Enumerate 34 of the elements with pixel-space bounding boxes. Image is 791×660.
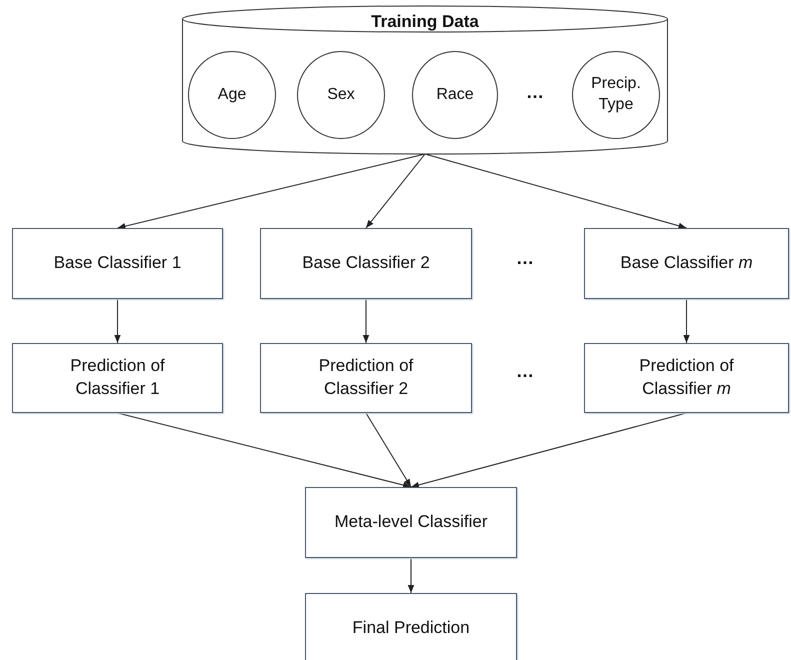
node-text: Prediction of Classifier m	[639, 356, 734, 398]
process-box	[260, 343, 472, 413]
arrow	[117, 412, 412, 488]
arrow	[117, 154, 426, 230]
node-text: Training Data	[371, 12, 479, 31]
process-box	[260, 228, 472, 299]
node-text: Meta-level Classifier	[334, 512, 488, 532]
process-box	[305, 487, 517, 558]
process-box	[305, 593, 517, 660]
node-text: Age	[218, 86, 246, 103]
arrow	[408, 558, 414, 594]
process-box	[584, 343, 789, 413]
arrow	[362, 298, 370, 344]
node-text: Base Classifier 1	[54, 253, 182, 272]
arrow	[424, 154, 687, 229]
node-text: Final Prediction	[352, 618, 470, 637]
process-box	[12, 343, 223, 413]
node-text: Precip. Type	[591, 75, 641, 113]
process-box	[584, 228, 789, 299]
node-text: Base Classifier m	[620, 253, 753, 272]
arrow	[366, 412, 412, 488]
ellipsis: …	[526, 82, 544, 103]
node-text: Sex	[327, 86, 355, 103]
arrow	[366, 154, 426, 228]
ellipsis: …	[516, 248, 534, 269]
node-text: Race	[436, 86, 474, 103]
node-text: Base Classifier 2	[302, 253, 430, 272]
node-text: Prediction of Classifier 1	[70, 356, 165, 398]
arrow	[410, 412, 687, 488]
process-box	[12, 228, 223, 299]
arrow	[683, 298, 690, 344]
node-text: Prediction of Classifier 2	[318, 356, 414, 398]
ellipsis: …	[516, 361, 534, 382]
arrow	[114, 298, 121, 344]
